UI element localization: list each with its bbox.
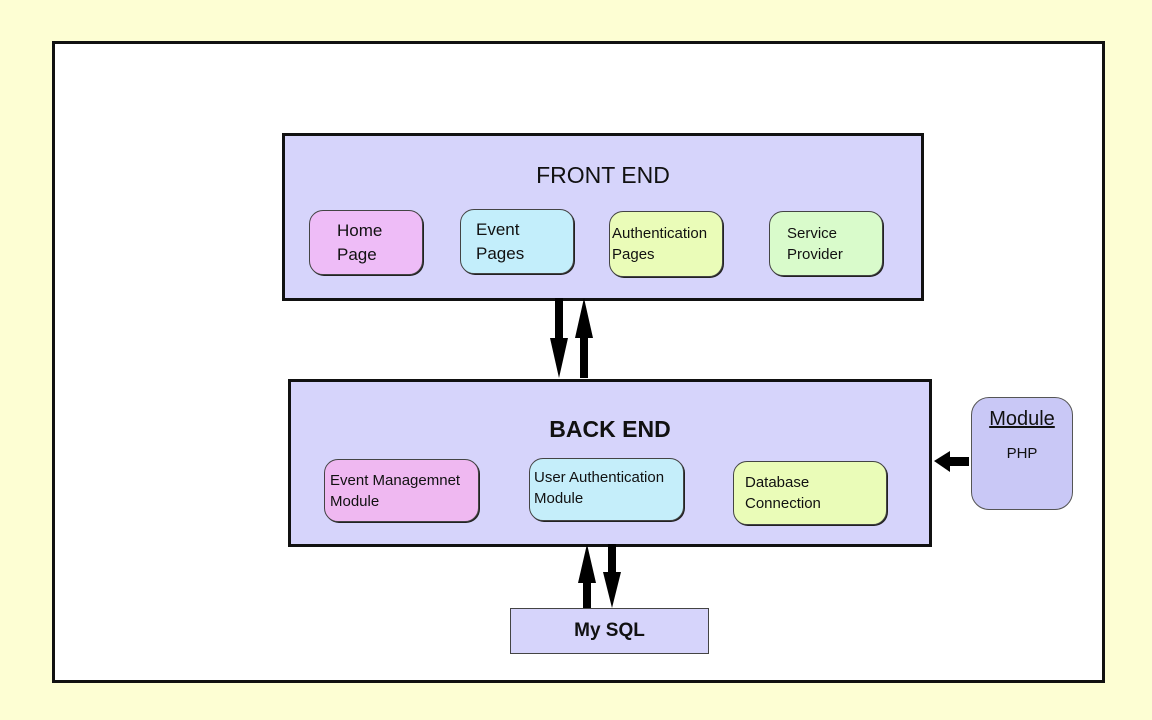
event-management-label-line2: Module: [330, 492, 380, 510]
front-end-title: FRONT END: [536, 162, 670, 188]
service-provider-label-line1: Service: [787, 224, 838, 242]
mysql-box: My SQL: [510, 608, 709, 654]
authentication-pages-label-line2: Pages: [612, 246, 655, 263]
home-page-label-line2: Page: [337, 244, 377, 264]
module-php-box: Module PHP: [971, 397, 1073, 510]
user-authentication-label-line1: User Authentication: [534, 469, 665, 486]
event-management-module-box: Event Managemnet Module: [324, 459, 479, 522]
database-connection-box: Database Connection: [733, 461, 887, 525]
arrow-down-frontend-to-backend: [550, 298, 568, 378]
service-provider-box: Service Provider: [769, 211, 883, 276]
event-pages-label-line2: Pages: [476, 243, 525, 263]
event-management-label-line1: Event Managemnet: [330, 471, 461, 489]
database-connection-label-line2: Connection: [745, 495, 821, 512]
arrow-down-backend-to-mysql: [603, 544, 621, 608]
authentication-pages-label-line1: Authentication: [612, 225, 708, 242]
arrow-left-module-to-backend: [934, 451, 969, 472]
home-page-box: Home Page: [309, 210, 423, 275]
database-connection-label-line1: Database: [745, 474, 810, 491]
arrow-up-backend-to-frontend: [575, 298, 593, 378]
user-authentication-module-box: User Authentication Module: [529, 458, 684, 521]
mysql-label: My SQL: [574, 620, 645, 641]
event-pages-box: Event Pages: [460, 209, 574, 274]
service-provider-label-line2: Provider: [787, 245, 843, 263]
module-title: Module: [989, 408, 1055, 430]
authentication-pages-box: Authentication Pages: [609, 211, 723, 277]
event-pages-label-line1: Event: [476, 219, 520, 239]
module-php-label: PHP: [1006, 445, 1038, 462]
back-end-title: BACK END: [549, 416, 671, 442]
user-authentication-label-line2: Module: [534, 490, 584, 507]
arrow-up-mysql-to-backend: [578, 544, 596, 608]
home-page-label-line1: Home: [337, 220, 383, 240]
